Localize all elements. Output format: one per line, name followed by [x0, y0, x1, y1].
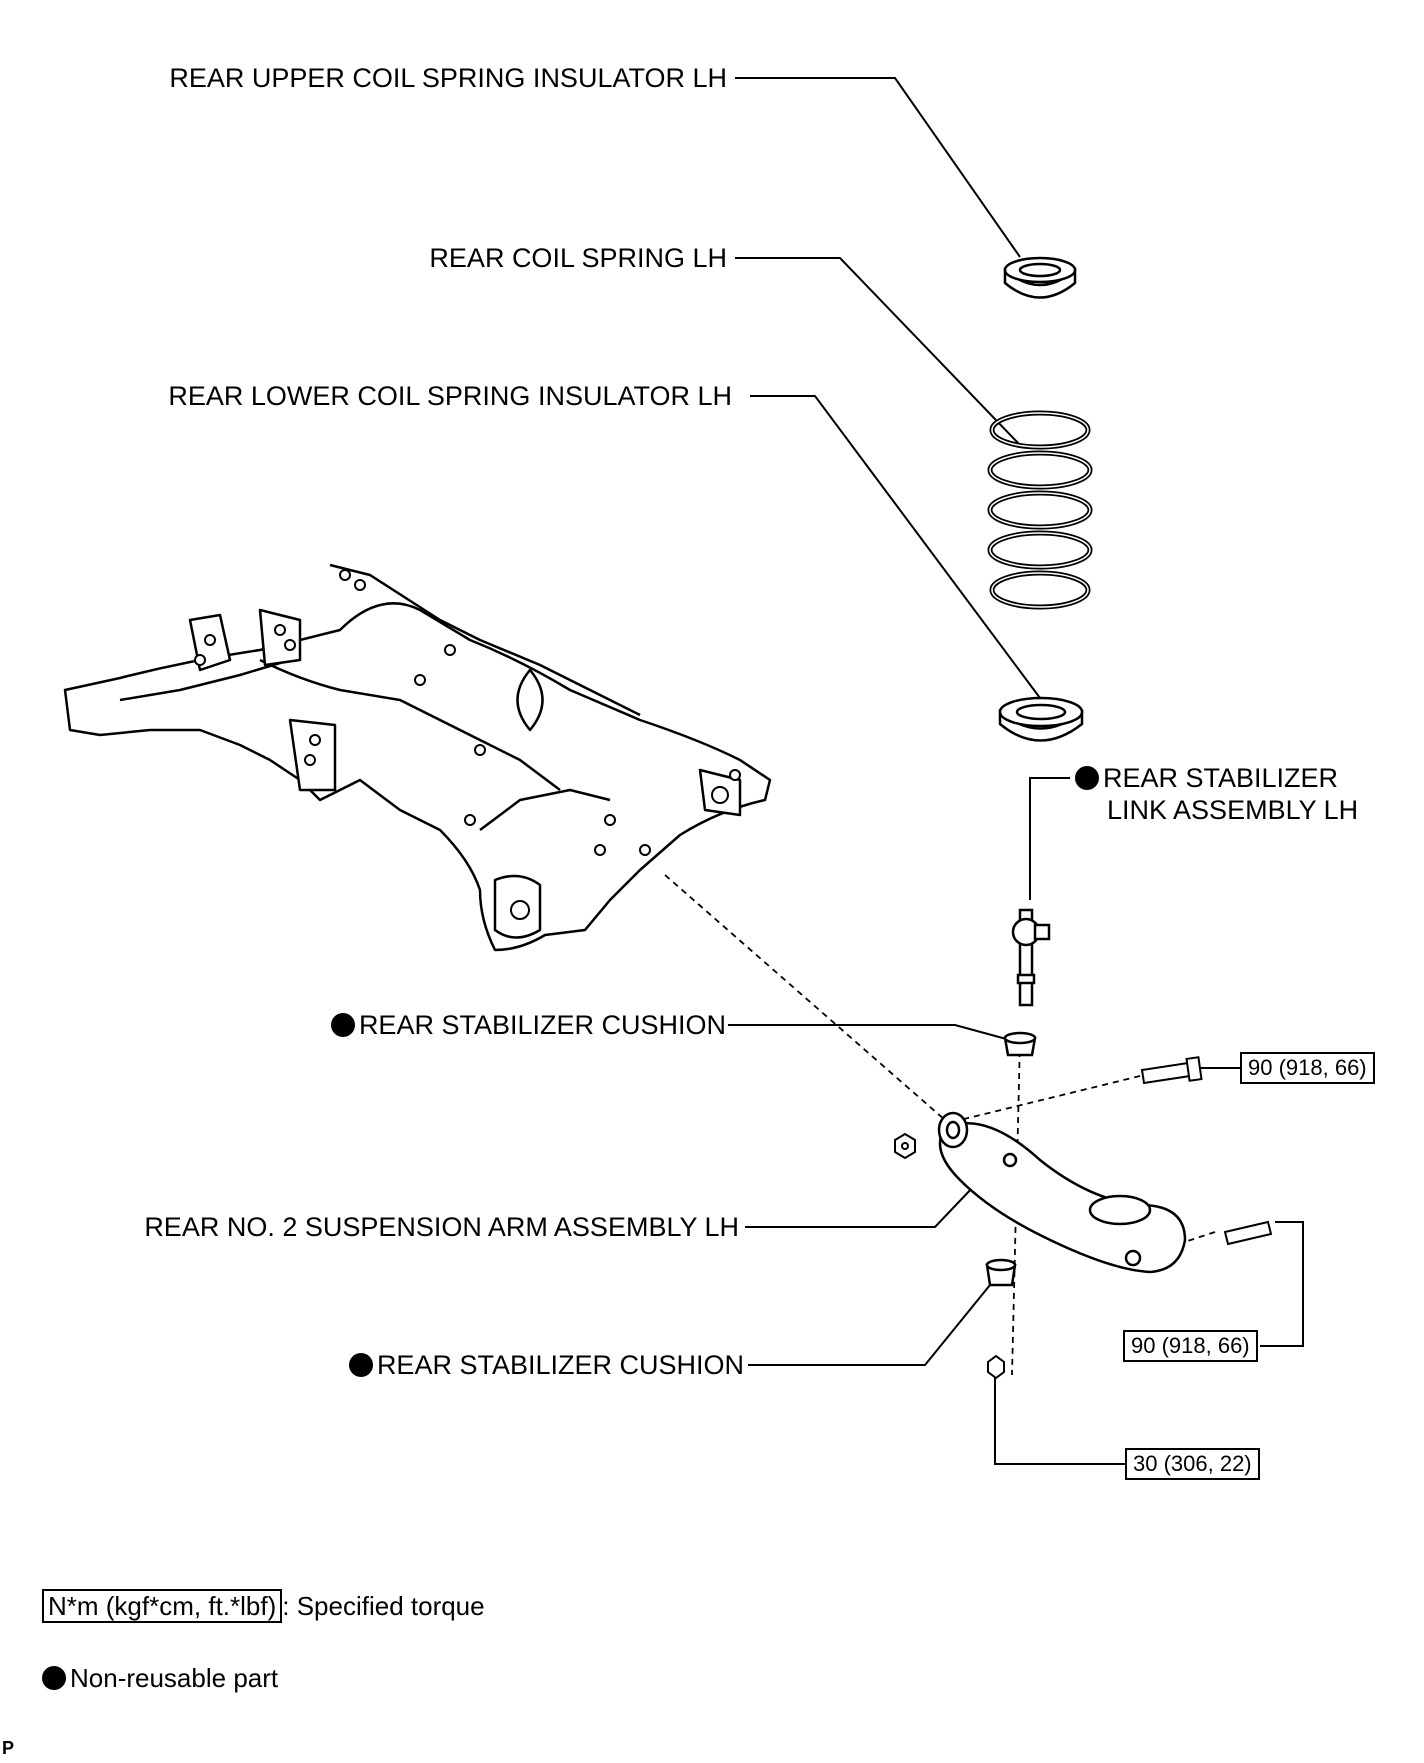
leader-cushion-lower [748, 1284, 991, 1366]
dashed-arm-to-member [664, 874, 946, 1121]
label-cushion-upper: REAR STABILIZER CUSHION [330, 1009, 726, 1041]
arm-nut-shape [894, 1132, 916, 1160]
legend-torque: N*m (kgf*cm, ft.*lbf): Specified torque [42, 1589, 485, 1623]
cushion-upper-shape [1003, 1031, 1037, 1057]
leader-upper-insulator [735, 77, 1021, 258]
suspension-arm-shape [937, 1111, 1187, 1274]
stabilizer-link-shape [1011, 908, 1051, 1007]
suspension-member-shape [63, 563, 772, 952]
lower-insulator-shape [998, 696, 1084, 742]
non-reusable-dot-icon [1075, 766, 1099, 790]
non-reusable-dot-icon [42, 1666, 66, 1690]
torque-lower-bolt: 90 (918, 66) [1123, 1330, 1258, 1362]
leader-link-assembly [1029, 777, 1070, 900]
nut-shape [987, 1354, 1005, 1380]
label-coil-spring: REAR COIL SPRING LH [429, 243, 727, 273]
torque-upper-bolt: 90 (918, 66) [1240, 1052, 1375, 1084]
leader-cushion-upper [728, 1024, 1011, 1041]
corner-code: P [2, 1738, 15, 1758]
leader-torque-nut [994, 1375, 1125, 1465]
label-suspension-arm: REAR NO. 2 SUSPENSION ARM ASSEMBLY LH [144, 1212, 739, 1242]
legend-torque-unit: N*m (kgf*cm, ft.*lbf) [42, 1589, 283, 1623]
non-reusable-dot-icon [348, 1353, 373, 1377]
leader-torque-lower [1260, 1221, 1304, 1347]
label-stabilizer-link: REAR STABILIZER LINK ASSEMBLY LH [1075, 762, 1358, 826]
leader-suspension-arm [745, 1184, 976, 1228]
leader-coil-spring [735, 257, 1021, 446]
upper-insulator-shape [1003, 256, 1077, 299]
torque-nut: 30 (306, 22) [1125, 1448, 1260, 1480]
label-cushion-lower: REAR STABILIZER CUSHION [348, 1349, 744, 1381]
lower-bolt-shape [1223, 1220, 1273, 1246]
legend-nonreusable: Non-reusable part [42, 1662, 278, 1694]
non-reusable-dot-icon [330, 1013, 355, 1037]
label-lower-insulator: REAR LOWER COIL SPRING INSULATOR LH [168, 381, 732, 411]
upper-bolt-shape [1140, 1056, 1203, 1085]
leader-lower-insulator [750, 395, 1041, 699]
dashed-upper-bolt [959, 1075, 1141, 1121]
cushion-lower-shape [985, 1258, 1017, 1287]
label-upper-insulator: REAR UPPER COIL SPRING INSULATOR LH [169, 63, 727, 93]
